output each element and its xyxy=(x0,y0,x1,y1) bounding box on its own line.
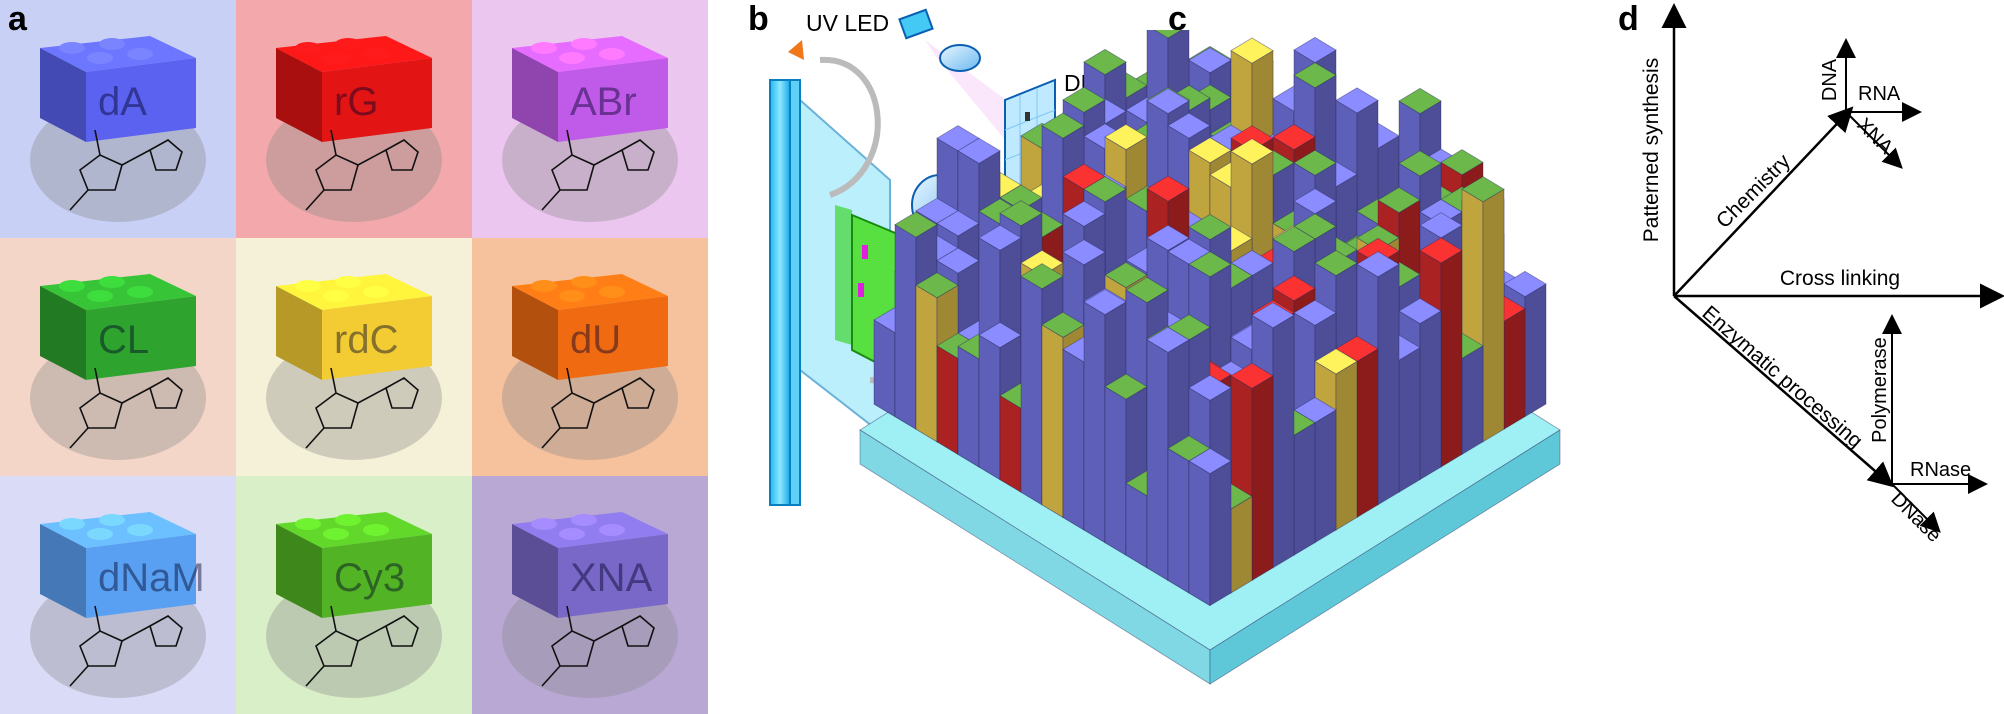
brick-tower xyxy=(936,345,959,456)
tile-abr: ABr xyxy=(472,0,708,238)
tile-da: dA xyxy=(0,0,236,238)
brick-tower xyxy=(1083,301,1106,544)
outlet-arrow-icon xyxy=(788,40,804,60)
brick-and-molecule-icon xyxy=(266,274,442,460)
brick-tower xyxy=(978,334,1001,481)
brick-and-molecule-icon xyxy=(502,274,678,460)
brick-tower xyxy=(1041,324,1064,519)
brick-and-molecule-icon xyxy=(502,36,678,222)
rnase-label: RNase xyxy=(1910,459,1971,481)
x-axis-label: Cross linking xyxy=(1780,267,1900,290)
dnase-label: DNase xyxy=(1886,488,1945,547)
tile-du: dU xyxy=(472,238,708,476)
tile-cy3: Cy3 xyxy=(236,476,472,714)
enzymatic-label: Enzymatic processing xyxy=(1698,301,1867,452)
brick-tower xyxy=(1062,348,1085,531)
rna-label: RNA xyxy=(1858,83,1901,105)
y-axis-label: Patterned synthesis xyxy=(1640,58,1663,242)
brick-tower xyxy=(894,223,917,430)
panel-label-d: d xyxy=(1618,0,1639,38)
brick-and-molecule-icon xyxy=(30,512,206,698)
brick-and-molecule-icon xyxy=(266,512,442,698)
dna-label: DNA xyxy=(1819,58,1841,101)
brick-label: rG xyxy=(334,80,379,124)
polymerase-label: Polymerase xyxy=(1869,337,1891,443)
panel-label-c: c xyxy=(1168,0,1187,38)
brick-and-molecule-icon xyxy=(30,274,206,460)
uv-led-label: UV LED xyxy=(806,10,890,36)
brick-tower xyxy=(1167,447,1190,594)
brick-tower xyxy=(1125,482,1148,569)
brick-label: rdC xyxy=(334,318,399,362)
brick-and-molecule-icon xyxy=(266,36,442,222)
base-plate-right xyxy=(1209,429,1561,685)
brick-tower xyxy=(999,394,1022,493)
brick-tower xyxy=(957,345,980,468)
brick-tower xyxy=(1104,385,1127,556)
brick-and-molecule-icon xyxy=(502,512,678,698)
tile-cl: CL xyxy=(0,238,236,476)
brick-label: dNaM xyxy=(98,556,205,600)
panel-c-brick-city xyxy=(859,30,1561,685)
lens-upper xyxy=(939,44,981,72)
brick-and-molecule-icon xyxy=(30,36,206,222)
brick-tower xyxy=(915,284,938,443)
panel-label-b: b xyxy=(748,0,769,38)
brick-label: XNA xyxy=(570,556,653,600)
brick-tower xyxy=(1020,275,1043,506)
brick-tower xyxy=(1188,460,1211,607)
chemistry-arrow xyxy=(1673,106,1854,297)
brick-label: dA xyxy=(98,80,147,124)
tile-rdc: rdC xyxy=(236,238,472,476)
brick-label: Cy3 xyxy=(334,556,406,600)
tile-rg: rG xyxy=(236,0,472,238)
panel-label-a: a xyxy=(8,0,27,38)
chemistry-label: Chemistry xyxy=(1712,150,1795,233)
brick-label: dU xyxy=(570,318,622,362)
tile-xna: XNA xyxy=(472,476,708,714)
tile-dnam: dNaM xyxy=(0,476,236,714)
xna-label: XNA xyxy=(1852,114,1897,159)
brick-label: CL xyxy=(98,318,150,362)
enzymatic-arrow xyxy=(1673,295,1894,488)
uv-led-source xyxy=(898,8,934,40)
brick-tower xyxy=(1146,339,1169,582)
brick-label: ABr xyxy=(570,80,637,124)
panel-d-axes: Patterned synthesis Cross linking Chemis… xyxy=(1640,3,2004,547)
flow-cell xyxy=(769,79,901,506)
brick-tower xyxy=(873,319,896,418)
